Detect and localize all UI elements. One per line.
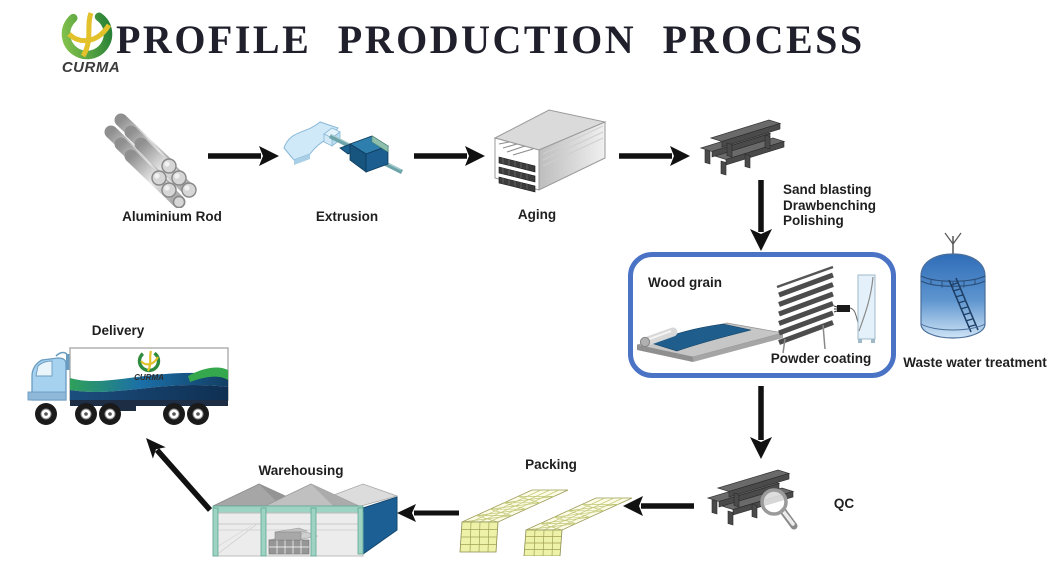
delivery-truck-icon: CURMA: [27, 347, 229, 425]
warehousing-label: Warehousing: [258, 463, 344, 478]
qc-inspection-icon: [706, 469, 798, 530]
aluminium-rod-label: Aluminium Rod: [122, 209, 222, 224]
truck-brand-text: CURMA: [134, 373, 164, 382]
extrusion-icon: [283, 121, 404, 175]
warehouse-icon: [212, 483, 399, 557]
aging-oven-icon: [493, 109, 607, 193]
packing-bundles-icon: [459, 489, 633, 556]
curma-logo-icon: [61, 8, 113, 60]
page-title: PROFILE PRODUCTION PROCESS: [116, 17, 865, 62]
extrusion-label: Extrusion: [315, 209, 379, 224]
waste-water-tank-icon: [920, 232, 986, 339]
aluminium-rod-icon: [104, 113, 197, 208]
surface-treatment-line1: Sand blasting: [783, 182, 872, 197]
powder-coating-line-icon: [776, 265, 876, 354]
brand-text: CURMA: [61, 59, 121, 76]
arrow-down-2-icon: [750, 386, 772, 459]
arrow-left-2-icon: [397, 504, 459, 522]
wood-grain-label: Wood grain: [648, 275, 722, 290]
arrow-diagonal-icon: [146, 438, 213, 512]
qc-label: QC: [833, 496, 855, 511]
arrow-right-3-icon: [619, 146, 690, 166]
arrow-right-2-icon: [414, 146, 485, 166]
arrow-down-1-icon: [750, 180, 772, 251]
surface-treatment-line3: Polishing: [783, 213, 844, 228]
delivery-label: Delivery: [91, 323, 145, 338]
waste-water-label: Waste water treatment: [903, 355, 1047, 370]
wood-grain-machine-icon: [636, 322, 784, 362]
extruded-profiles-icon: [699, 119, 786, 176]
surface-treatment-line2: Drawbenching: [783, 197, 877, 213]
surface-treatment-label: Sand blasting Drawbenching Polishing: [783, 182, 876, 229]
powder-coating-label: Powder coating: [770, 351, 872, 366]
packing-label: Packing: [525, 457, 577, 472]
finishing-highlight-box: Wood grain Powder co: [628, 252, 896, 378]
arrow-right-1-icon: [208, 146, 279, 166]
arrow-left-1-icon: [623, 496, 694, 516]
aging-label: Aging: [517, 207, 557, 222]
